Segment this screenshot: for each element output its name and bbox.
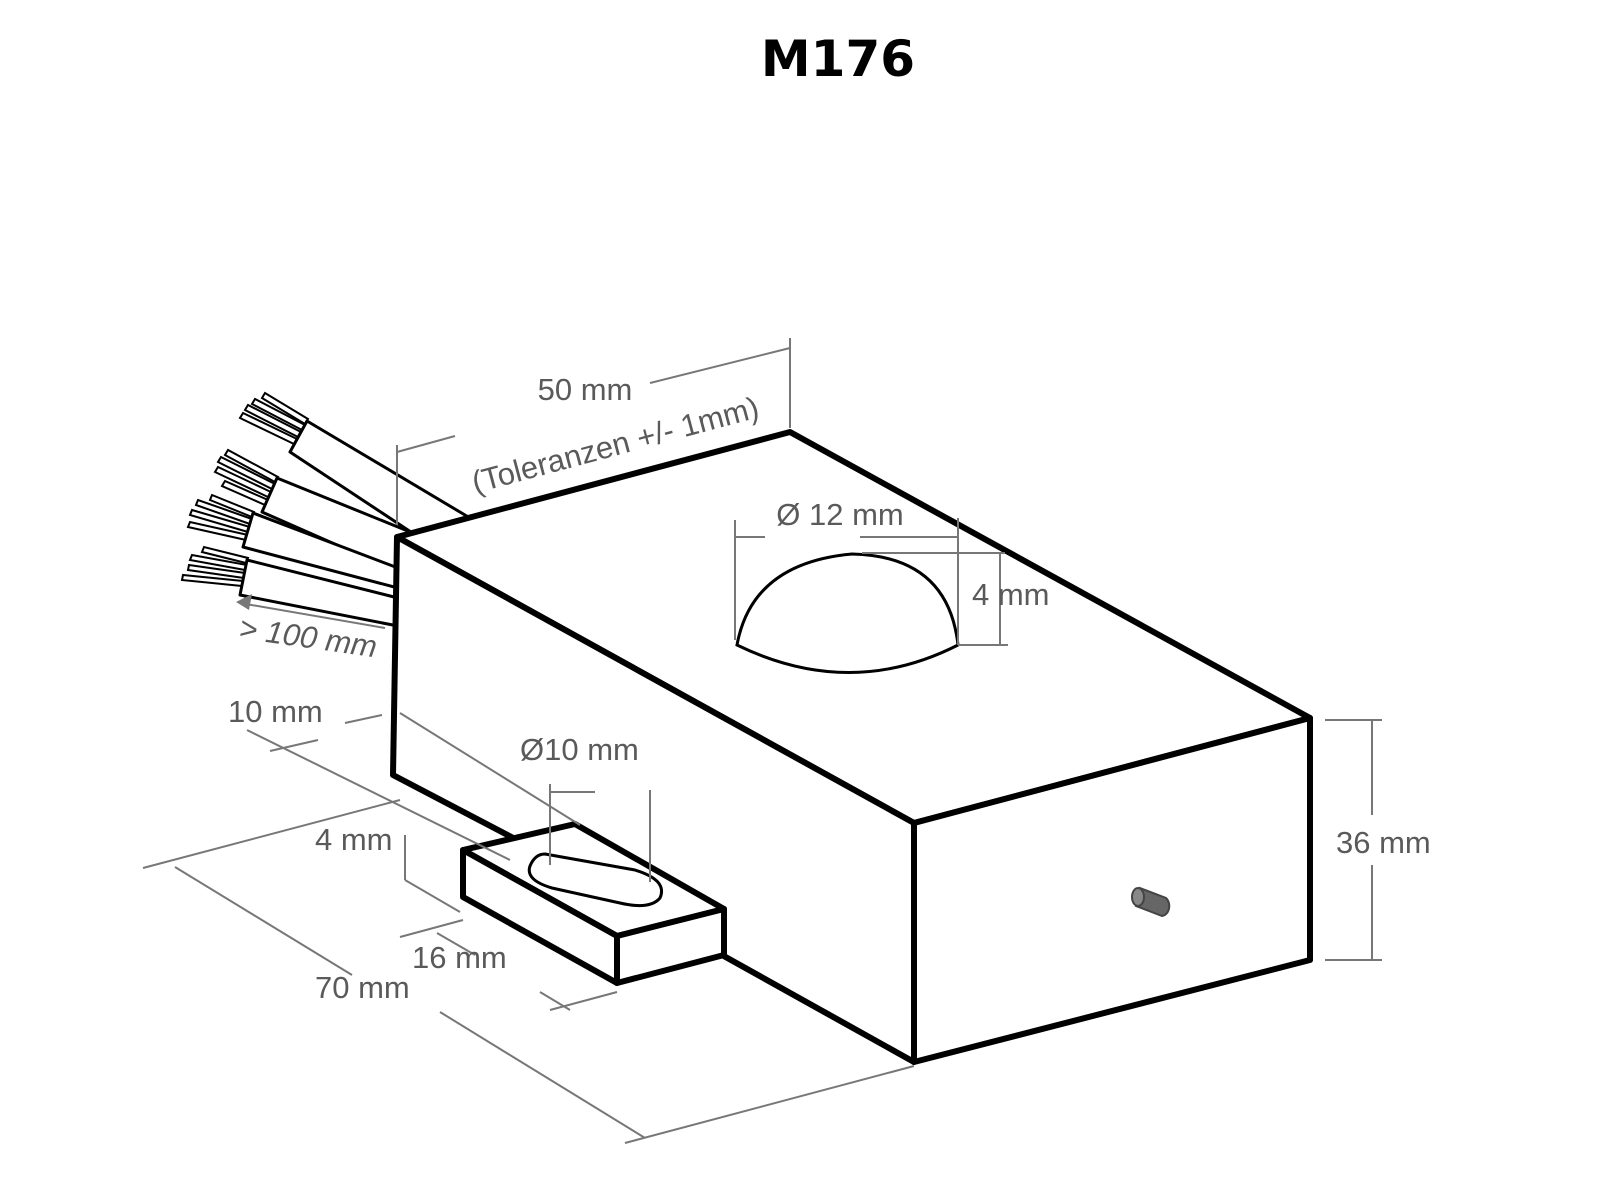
cable-2 <box>213 448 427 574</box>
tab-side-face <box>614 906 727 986</box>
dim-length-label: 50 mm <box>538 372 633 407</box>
housing-box <box>390 429 1313 1065</box>
dim-width-label: 70 mm <box>315 970 410 1005</box>
drawing-title: M176 <box>761 30 915 88</box>
sensor-dome <box>735 552 960 674</box>
dim-dome-diameter-label: Ø 12 mm <box>776 497 903 532</box>
cables <box>180 391 472 628</box>
box-right-face <box>911 715 1313 1065</box>
pin-icon <box>1131 886 1171 918</box>
dim-hole-diameter-label: Ø10 mm <box>520 732 639 767</box>
mounting-tab <box>460 821 727 986</box>
dim-tab-height-label: 4 mm <box>315 822 393 857</box>
dim-tab-width-label: 16 mm <box>412 940 507 975</box>
dim-dome-height-label: 4 mm <box>972 577 1050 612</box>
mounting-hole-slot <box>527 852 663 908</box>
cable-1 <box>238 391 472 542</box>
dimension-lines <box>142 338 1382 1144</box>
dim-height-label: 36 mm <box>1336 825 1431 860</box>
dim-tab-offset-label: 10 mm <box>228 694 323 729</box>
cable-4 <box>180 545 400 628</box>
